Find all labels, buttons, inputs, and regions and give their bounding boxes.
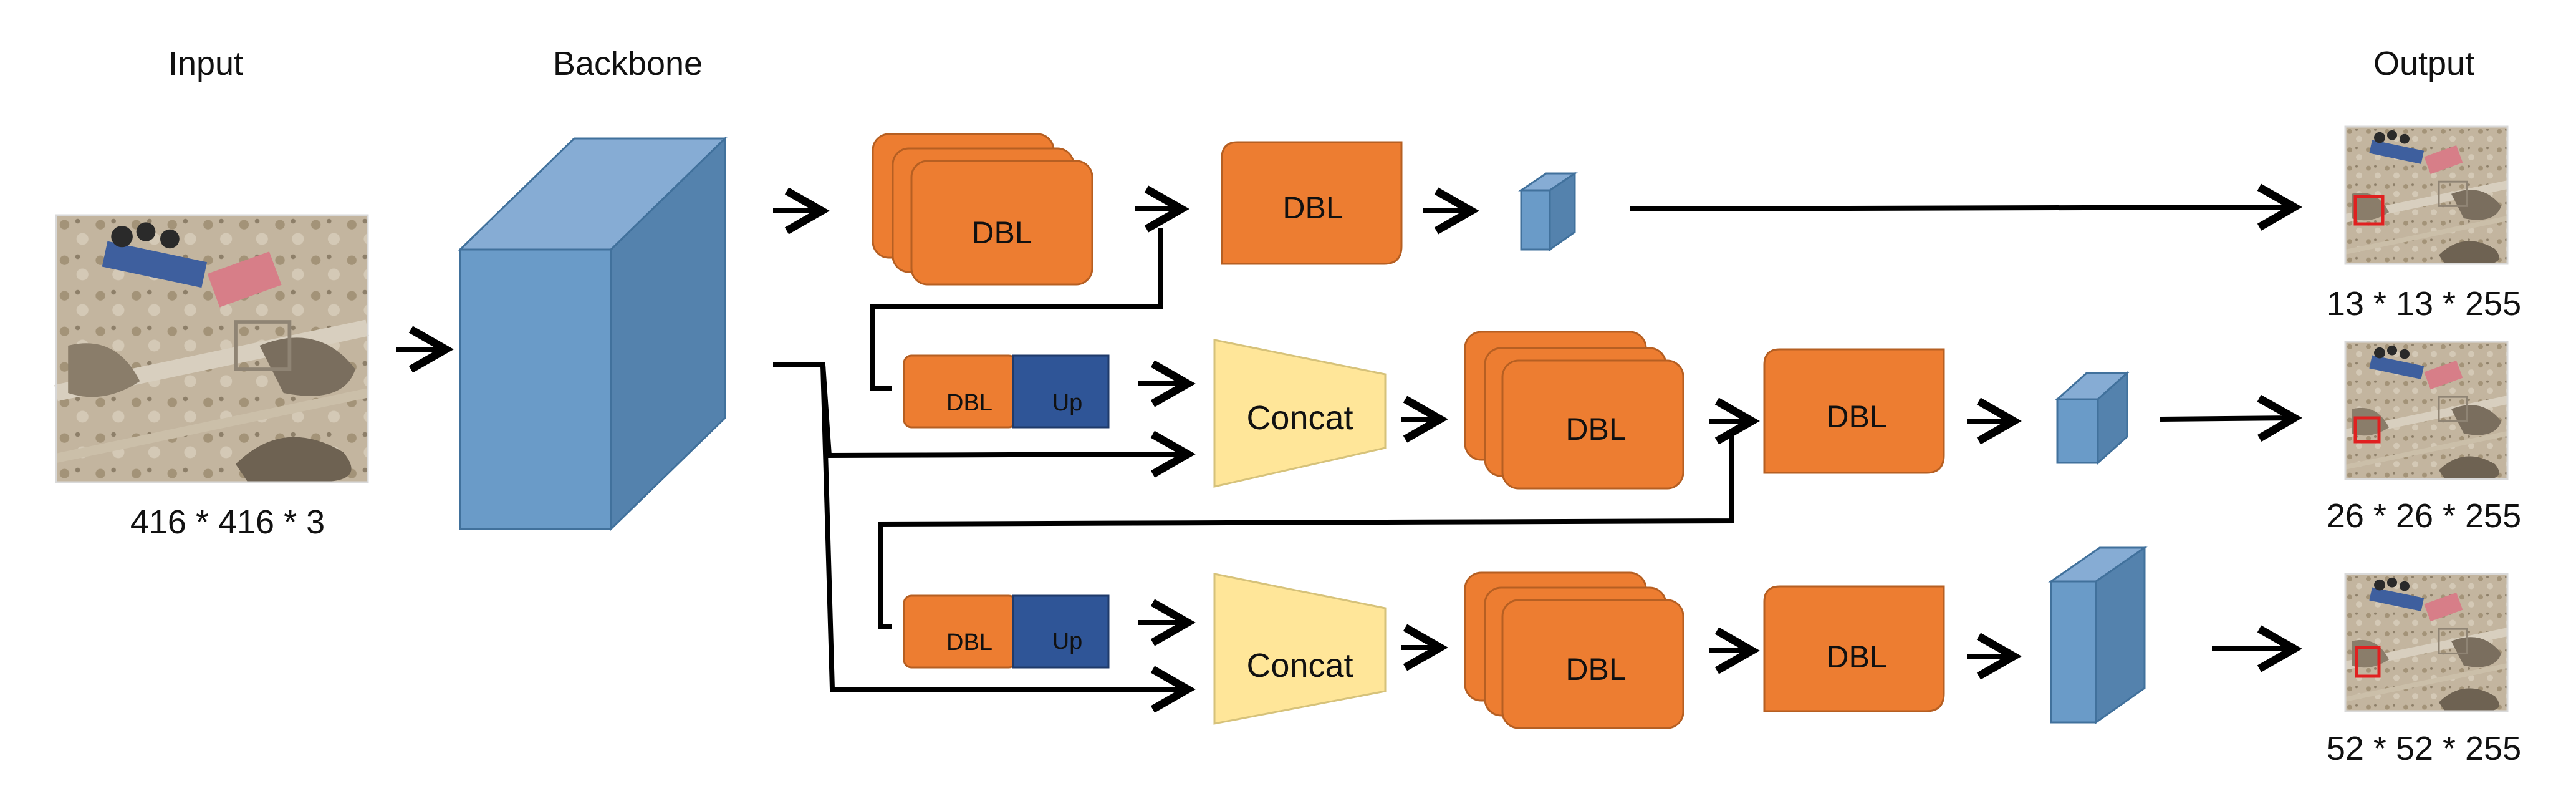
dbl-stack-2: DBL [1464, 331, 1684, 490]
output-cube-3 [2048, 546, 2148, 724]
output-cube-1 [1518, 172, 1578, 251]
row2-to-row3-connector [878, 435, 1734, 629]
up-label: Up [1052, 628, 1083, 654]
concat-label: Concat [1246, 399, 1353, 437]
dbl-block-3: DBL [1763, 585, 1945, 712]
backbone-cube [458, 136, 728, 531]
dbl-label: DBL [1565, 412, 1626, 447]
dbl-stack-3: DBL [1464, 571, 1684, 729]
cube-2-to-output-2-arrow [2160, 394, 2302, 442]
concat-label: Concat [1246, 647, 1353, 684]
cube-1-to-output-1-arrow [1630, 183, 2302, 231]
dbl-up-block-3: DBL Up [903, 594, 1110, 669]
input-title: Input [168, 45, 243, 82]
concat-block-3: Concat [1213, 573, 1387, 725]
dbl-label: DBL [1826, 639, 1886, 674]
backbone-title: Backbone [553, 45, 703, 82]
detection-box-3 [2355, 646, 2381, 678]
dbl-label: DBL [1826, 399, 1886, 434]
output-image-1 [2345, 127, 2507, 264]
output-image-2 [2345, 342, 2507, 480]
output-dims-label-2: 26 * 26 * 255 [2327, 497, 2521, 535]
dbl-label: DBL [946, 390, 992, 416]
row1-to-row2-connector [870, 228, 1163, 391]
dbl-label: DBL [946, 629, 992, 656]
up-block-2 [1012, 354, 1110, 429]
dbl-stack-1-label: DBL [971, 215, 1032, 250]
detection-box-2 [2353, 416, 2381, 444]
concat-block-2: Concat [1213, 339, 1387, 488]
output-title: Output [2373, 45, 2474, 82]
dbl-stack-1: DBL [872, 133, 1093, 286]
backbone-to-concat-3-arrow [820, 364, 1196, 713]
input-image [56, 215, 368, 482]
up-block-3 [1012, 594, 1110, 669]
dbl-label: DBL [1282, 190, 1343, 225]
up-label: Up [1052, 390, 1083, 416]
output-image-3 [2345, 574, 2507, 712]
output-dims-label-3: 52 * 52 * 255 [2327, 730, 2521, 767]
dbl-block-2: DBL [1763, 348, 1945, 474]
output-cube-2 [2055, 371, 2130, 465]
input-dims-label: 416 * 416 * 3 [130, 503, 325, 541]
output-dims-label-1: 13 * 13 * 255 [2327, 285, 2521, 323]
detection-box-1 [2353, 195, 2385, 226]
dbl-block-1: DBL [1221, 141, 1403, 265]
dbl-label: DBL [1565, 652, 1626, 687]
dbl-up-block-2: DBL Up [903, 354, 1110, 429]
